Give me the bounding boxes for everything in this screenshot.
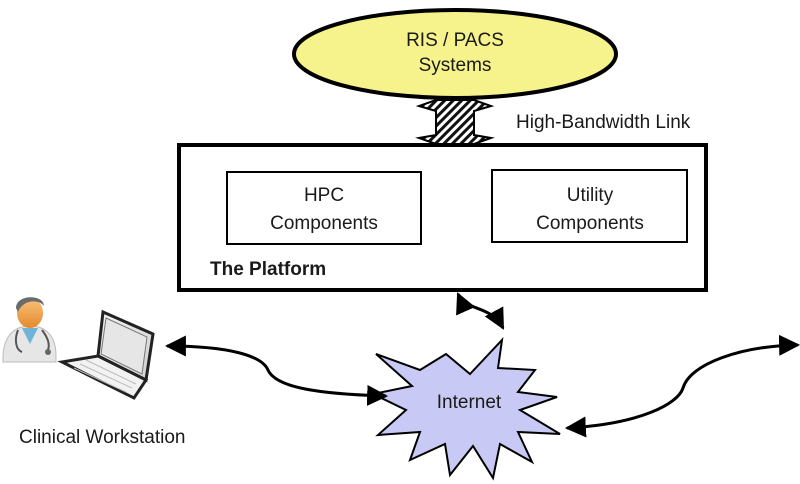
platform-internet-link — [456, 292, 505, 330]
hpc-label-line1: HPC — [304, 185, 344, 206]
workstation-internet-link — [164, 335, 389, 406]
utility-label-line2: Components — [536, 213, 644, 234]
utility-label-line1: Utility — [567, 185, 614, 206]
high-bandwidth-link-arrow — [415, 99, 495, 145]
internet-external-link — [564, 334, 800, 438]
hpc-label-line2: Components — [270, 213, 378, 234]
laptop-icon — [57, 309, 155, 400]
platform-box: HPC Components Utility Components The Pl… — [177, 143, 708, 292]
ris-pacs-label-line1: RIS / PACS — [406, 30, 504, 51]
ris-pacs-node: RIS / PACS Systems — [292, 8, 618, 100]
internet-cloud: Internet — [369, 337, 561, 481]
platform-title: The Platform — [210, 259, 326, 280]
internet-label: Internet — [437, 392, 502, 413]
ris-pacs-label-line2: Systems — [419, 55, 492, 76]
clinical-workstation-label: Clinical Workstation — [19, 427, 185, 448]
hpc-components-box: HPC Components — [226, 171, 422, 245]
doctor-icon — [2, 297, 57, 363]
utility-components-box: Utility Components — [491, 169, 688, 243]
high-bandwidth-link-label: High-Bandwidth Link — [516, 112, 691, 133]
